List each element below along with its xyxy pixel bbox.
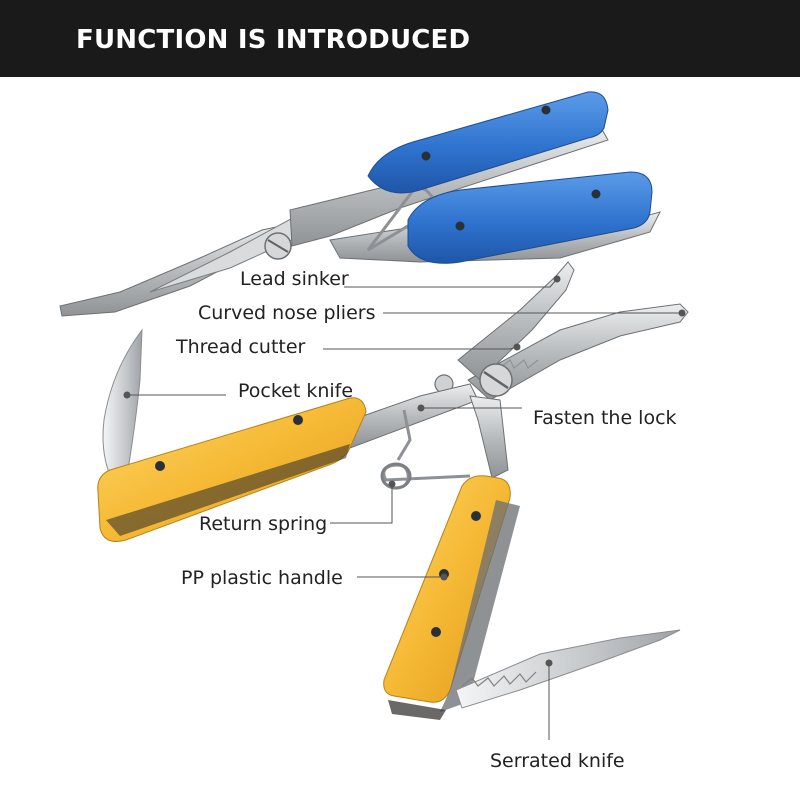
- page-title: FUNCTION IS INTRODUCED: [76, 25, 471, 55]
- label-serrated-knife: Serrated knife: [490, 750, 625, 772]
- blue-pliers-upper-handle: [367, 91, 609, 194]
- label-pocket-knife: Pocket knife: [238, 380, 354, 402]
- label-fasten-the-lock: Fasten the lock: [533, 407, 677, 429]
- yellow-pliers-jaw: [467, 303, 689, 401]
- serrated-knife-blade: [455, 629, 681, 709]
- label-lead-sinker: Lead sinker: [240, 268, 349, 290]
- pocket-knife-blade: [102, 328, 143, 481]
- yellow-pliers-right-arm: [469, 395, 509, 479]
- label-thread-cutter: Thread cutter: [176, 336, 306, 358]
- callout-lines: [123, 275, 686, 740]
- label-return-spring: Return spring: [199, 513, 328, 535]
- header-bar: FUNCTION IS INTRODUCED: [0, 0, 800, 77]
- callout-line-lead-sinker: [344, 278, 558, 288]
- yellow-pliers: [97, 261, 689, 720]
- callout-line-return-spring: [330, 484, 393, 524]
- blue-pliers: [59, 91, 661, 317]
- blue-pliers-lower-handle: [407, 171, 653, 264]
- label-pp-plastic-handle: PP plastic handle: [181, 567, 343, 589]
- label-curved-nose-pliers: Curved nose pliers: [198, 302, 376, 324]
